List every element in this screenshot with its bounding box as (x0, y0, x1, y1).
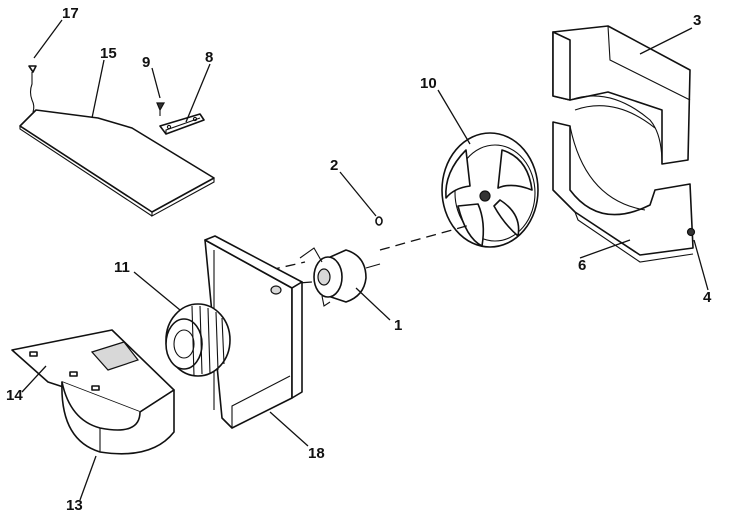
screw-part-17 (28, 65, 37, 113)
callout-14: 14 (6, 387, 23, 404)
screw-part-4 (686, 227, 696, 237)
screw-part-9 (156, 102, 166, 116)
callout-1: 1 (394, 317, 402, 334)
callout-18: 18 (308, 445, 325, 462)
callout-8: 8 (205, 49, 213, 66)
callout-11: 11 (114, 259, 130, 276)
callout-17: 17 (62, 5, 79, 22)
callout-13: 13 (66, 497, 83, 514)
callout-10: 10 (420, 75, 437, 92)
fan-blade-part-10 (441, 132, 539, 248)
cover-panel-part-15 (19, 109, 215, 217)
callout-2: 2 (330, 157, 338, 174)
callout-labels: 17 15 9 8 2 10 3 6 4 1 11 14 13 18 (6, 5, 712, 514)
callout-9: 9 (142, 54, 150, 71)
callout-6: 6 (578, 257, 586, 274)
mounting-plate-part-18 (204, 235, 303, 429)
upper-shroud-part-3 (552, 25, 691, 165)
callout-15: 15 (100, 45, 117, 62)
callout-4: 4 (703, 289, 712, 306)
blower-housing-part-13 (61, 381, 175, 455)
leader-lines (21, 19, 709, 501)
lower-shroud-part-6 (552, 121, 694, 263)
motor-part-1 (299, 247, 381, 307)
bracket-part-8 (159, 113, 205, 135)
blower-wheel-part-11 (165, 303, 231, 377)
callout-3: 3 (693, 12, 701, 29)
washer-part-2 (375, 216, 383, 226)
